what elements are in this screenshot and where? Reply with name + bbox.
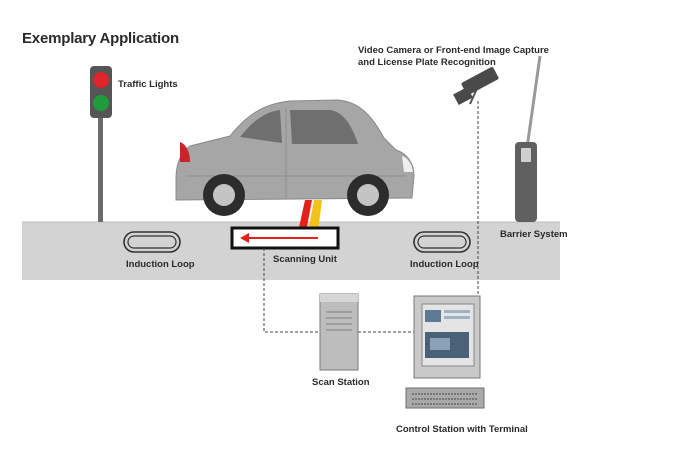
control-station-label: Control Station with Terminal xyxy=(396,424,528,435)
induction-loop-left-label: Induction Loop xyxy=(126,259,195,270)
induction-loop-right-label: Induction Loop xyxy=(410,259,479,270)
barrier-system-label: Barrier System xyxy=(500,229,568,240)
camera-label-line1: Video Camera or Front-end Image Capture xyxy=(358,45,549,56)
traffic-lights-icon xyxy=(90,66,112,222)
traffic-lights-label: Traffic Lights xyxy=(118,79,178,90)
car-icon xyxy=(175,99,415,216)
camera-label-line2: and License Plate Recognition xyxy=(358,57,496,68)
connection-lines xyxy=(263,101,479,333)
induction-loop-left-icon xyxy=(123,231,181,253)
server-icon xyxy=(319,293,359,371)
barrier-icon xyxy=(515,55,542,222)
scan-station-label: Scan Station xyxy=(312,377,370,388)
computer-terminal-icon xyxy=(405,295,485,409)
induction-loop-right-icon xyxy=(413,231,471,253)
camera-icon xyxy=(453,67,499,106)
scanning-unit-icon xyxy=(230,200,340,250)
page-title: Exemplary Application xyxy=(22,30,179,47)
scanning-unit-label: Scanning Unit xyxy=(273,254,337,265)
